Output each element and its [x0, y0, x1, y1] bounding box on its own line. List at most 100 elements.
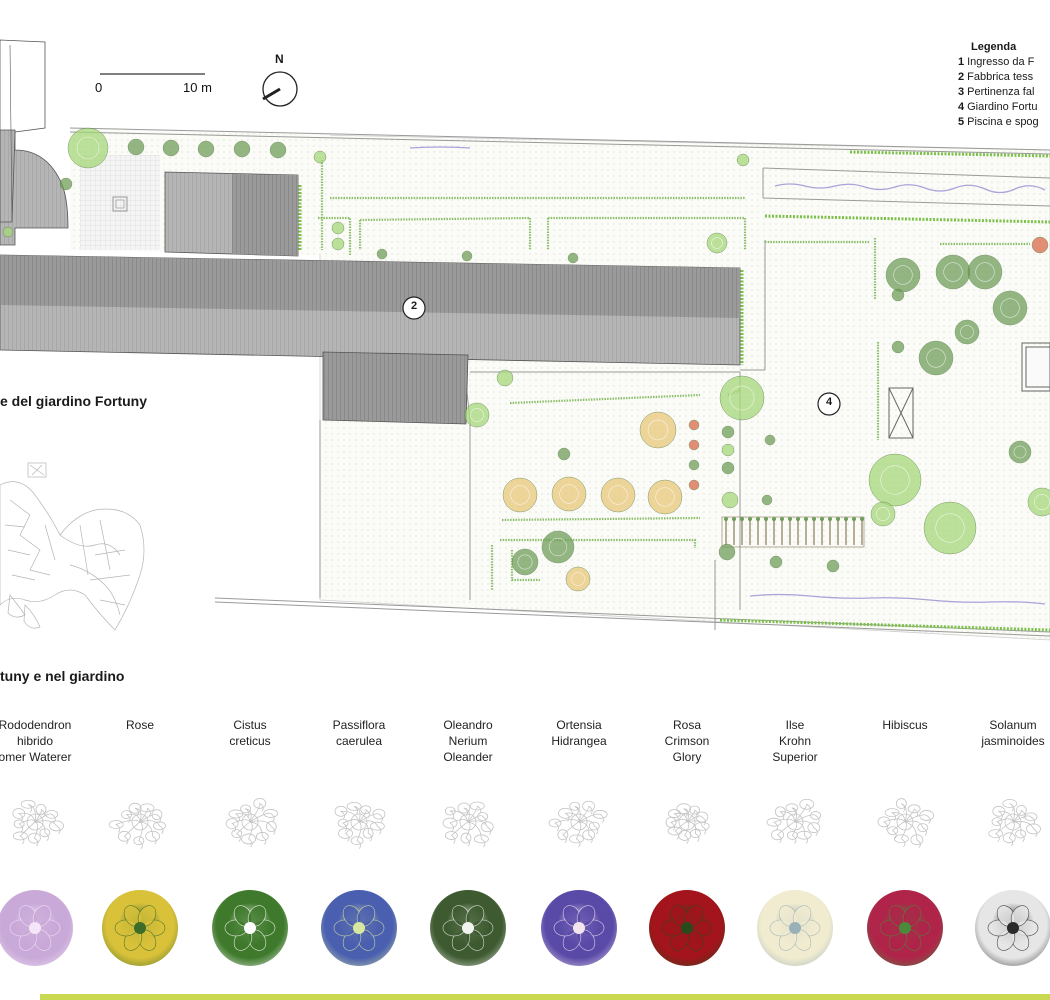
- plant-name-line: Rosa: [672, 718, 701, 732]
- tree: [127, 138, 145, 156]
- plant-photo: [975, 890, 1050, 966]
- tree: [496, 369, 514, 387]
- tree: [764, 434, 776, 446]
- plant-photo: [649, 890, 725, 966]
- tree: [541, 530, 575, 564]
- tree: [688, 479, 700, 491]
- plant-symbol: [877, 798, 935, 849]
- tree: [870, 501, 896, 527]
- tree: [721, 425, 735, 439]
- tree: [511, 548, 539, 576]
- plant-symbol: [665, 803, 710, 844]
- tree: [197, 140, 215, 158]
- flower-icon: [333, 905, 385, 951]
- plant-symbol: [108, 802, 166, 849]
- tree: [600, 477, 636, 513]
- plant-name-line: Ortensia: [556, 718, 602, 732]
- plant-symbol: [225, 797, 279, 848]
- flower-icon: [769, 905, 821, 951]
- plant-name-line: caerulea: [335, 734, 383, 748]
- plants-title: tuny e nel giardino: [0, 668, 125, 684]
- tree: [885, 257, 921, 293]
- plant-photo: [321, 890, 397, 966]
- tree: [551, 476, 587, 512]
- scale-end-label: 10 m: [183, 80, 212, 95]
- plant-symbol: [12, 799, 64, 847]
- plant-photo: [212, 890, 288, 966]
- plant-photo: [102, 890, 178, 966]
- marker-2-label: 2: [410, 300, 418, 312]
- tree: [461, 250, 473, 262]
- plant-name: Rose: [92, 717, 188, 733]
- plant-symbol: [442, 801, 494, 848]
- location-title: e del giardino Fortuny: [0, 393, 148, 409]
- hedges: [298, 150, 1050, 632]
- plant-photo: [541, 890, 617, 966]
- tree: [721, 461, 735, 475]
- tree: [567, 252, 579, 264]
- venice-map: [0, 462, 145, 631]
- plant-name-line: Rose: [125, 718, 154, 732]
- site-plan: [0, 39, 1050, 641]
- plant-name-line: Rododendron: [0, 718, 72, 732]
- plant-name-line: Glory: [672, 750, 702, 764]
- tree: [719, 375, 765, 421]
- plant-name: Solanum jasminoides: [965, 717, 1050, 749]
- tree: [761, 494, 773, 506]
- plant-name-line: omer Waterer: [0, 750, 72, 764]
- tree: [891, 340, 905, 354]
- flower-icon: [987, 905, 1039, 951]
- plant-name-line: Ilse: [785, 718, 805, 732]
- tree: [967, 254, 1003, 290]
- bottom-accent-bar: [0, 994, 1050, 1000]
- flower-icon: [224, 905, 276, 951]
- plant-name: Hibiscus: [857, 717, 953, 733]
- buildings: [0, 39, 741, 425]
- tree: [1031, 236, 1049, 254]
- trees: [2, 127, 1050, 592]
- flower-icon: [9, 905, 61, 951]
- flower-icon: [442, 905, 494, 951]
- tree: [736, 153, 750, 167]
- flower-icon: [661, 905, 713, 951]
- tree: [376, 248, 388, 260]
- tree: [331, 221, 345, 235]
- tree: [557, 447, 571, 461]
- pavilions: [888, 342, 1050, 439]
- flower-icon: [553, 905, 605, 951]
- tree: [706, 232, 728, 254]
- plant-name-line: Crimson: [664, 734, 710, 748]
- bottom-accent-gap: [0, 994, 40, 1000]
- plant-name-line: Solanum: [989, 718, 1037, 732]
- plant-name: Passiflora caerulea: [311, 717, 407, 749]
- plant-symbol: [766, 798, 821, 844]
- flower-icon: [879, 905, 931, 951]
- tree: [67, 127, 109, 169]
- tree: [826, 559, 840, 573]
- plant-name-line: creticus: [229, 734, 271, 748]
- box-hedges: [318, 160, 1030, 590]
- north-arrow: [262, 71, 298, 107]
- tree: [935, 254, 971, 290]
- tree: [502, 477, 538, 513]
- plant-name-line: Passiflora: [332, 718, 386, 732]
- tree: [918, 340, 954, 376]
- plant-name-line: Cistus: [233, 718, 267, 732]
- plant-name-line: Hibiscus: [882, 718, 928, 732]
- tree: [688, 419, 700, 431]
- tree: [639, 411, 677, 449]
- tree: [954, 319, 980, 345]
- tree: [565, 566, 591, 592]
- plant-name-line: Superior: [772, 750, 818, 764]
- legend-title: Legenda: [971, 41, 1017, 53]
- tree: [891, 288, 905, 302]
- tree: [331, 237, 345, 251]
- plant-name-line: jasminoides: [981, 734, 1045, 748]
- tree: [721, 443, 735, 457]
